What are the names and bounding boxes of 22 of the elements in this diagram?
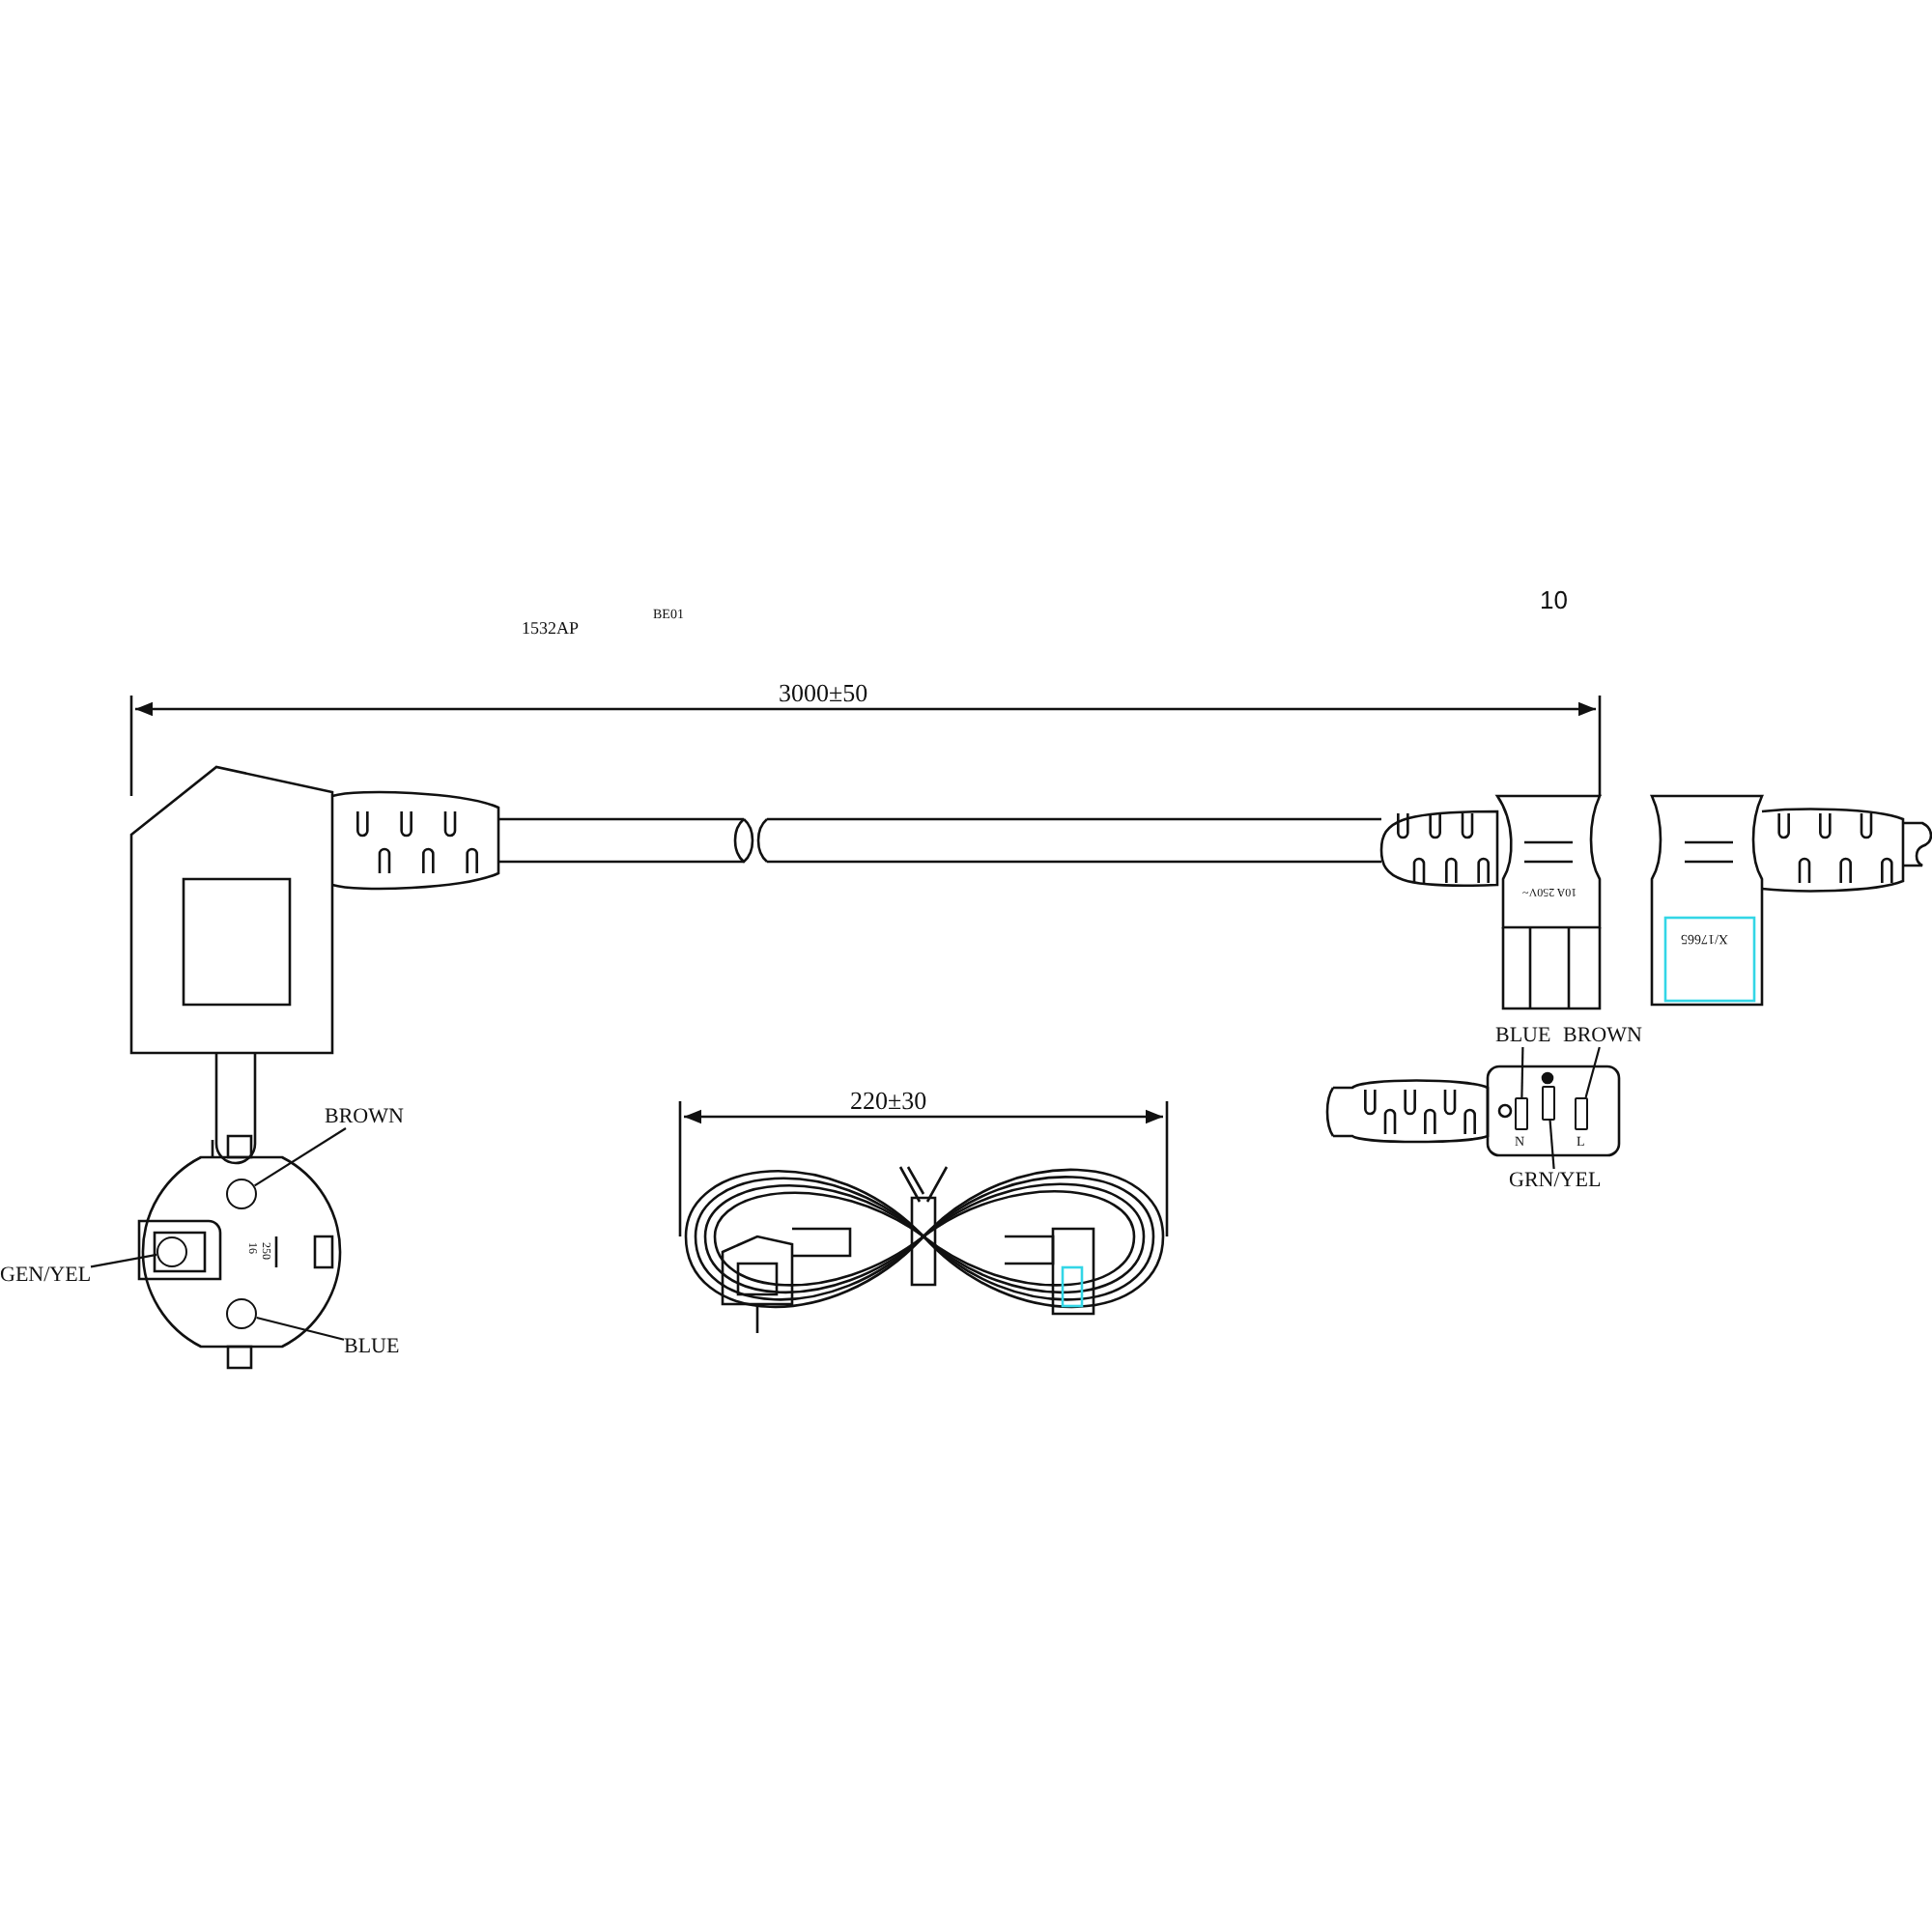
earth-contact (1542, 1086, 1555, 1121)
license-number: 10 (1540, 587, 1568, 614)
socket-hole (226, 1179, 257, 1209)
leader-line (90, 1253, 157, 1268)
leader-line (254, 1127, 347, 1187)
wire-color-label: BROWN (1563, 1024, 1642, 1047)
leader-line (1548, 1120, 1555, 1170)
leader-line (1584, 1046, 1601, 1098)
wire-color-label: BLUE (1495, 1024, 1551, 1047)
wire-color-label: GRN/YEL (1509, 1169, 1602, 1192)
wire-color-label: BROWN (325, 1105, 404, 1128)
socket-hole (226, 1298, 257, 1329)
wire-color-label: GEN/YEL (0, 1264, 92, 1287)
live-contact (1575, 1097, 1588, 1130)
dimension-label: 220±30 (850, 1088, 927, 1115)
wire-color-label: BLUE (344, 1335, 400, 1358)
dimension-label: 3000±50 (779, 680, 868, 707)
leader-line (1520, 1046, 1524, 1098)
leader-line (256, 1316, 345, 1341)
earth-contact (156, 1236, 187, 1267)
license-number: 1532AP (522, 618, 580, 638)
neutral-contact (1515, 1097, 1528, 1130)
